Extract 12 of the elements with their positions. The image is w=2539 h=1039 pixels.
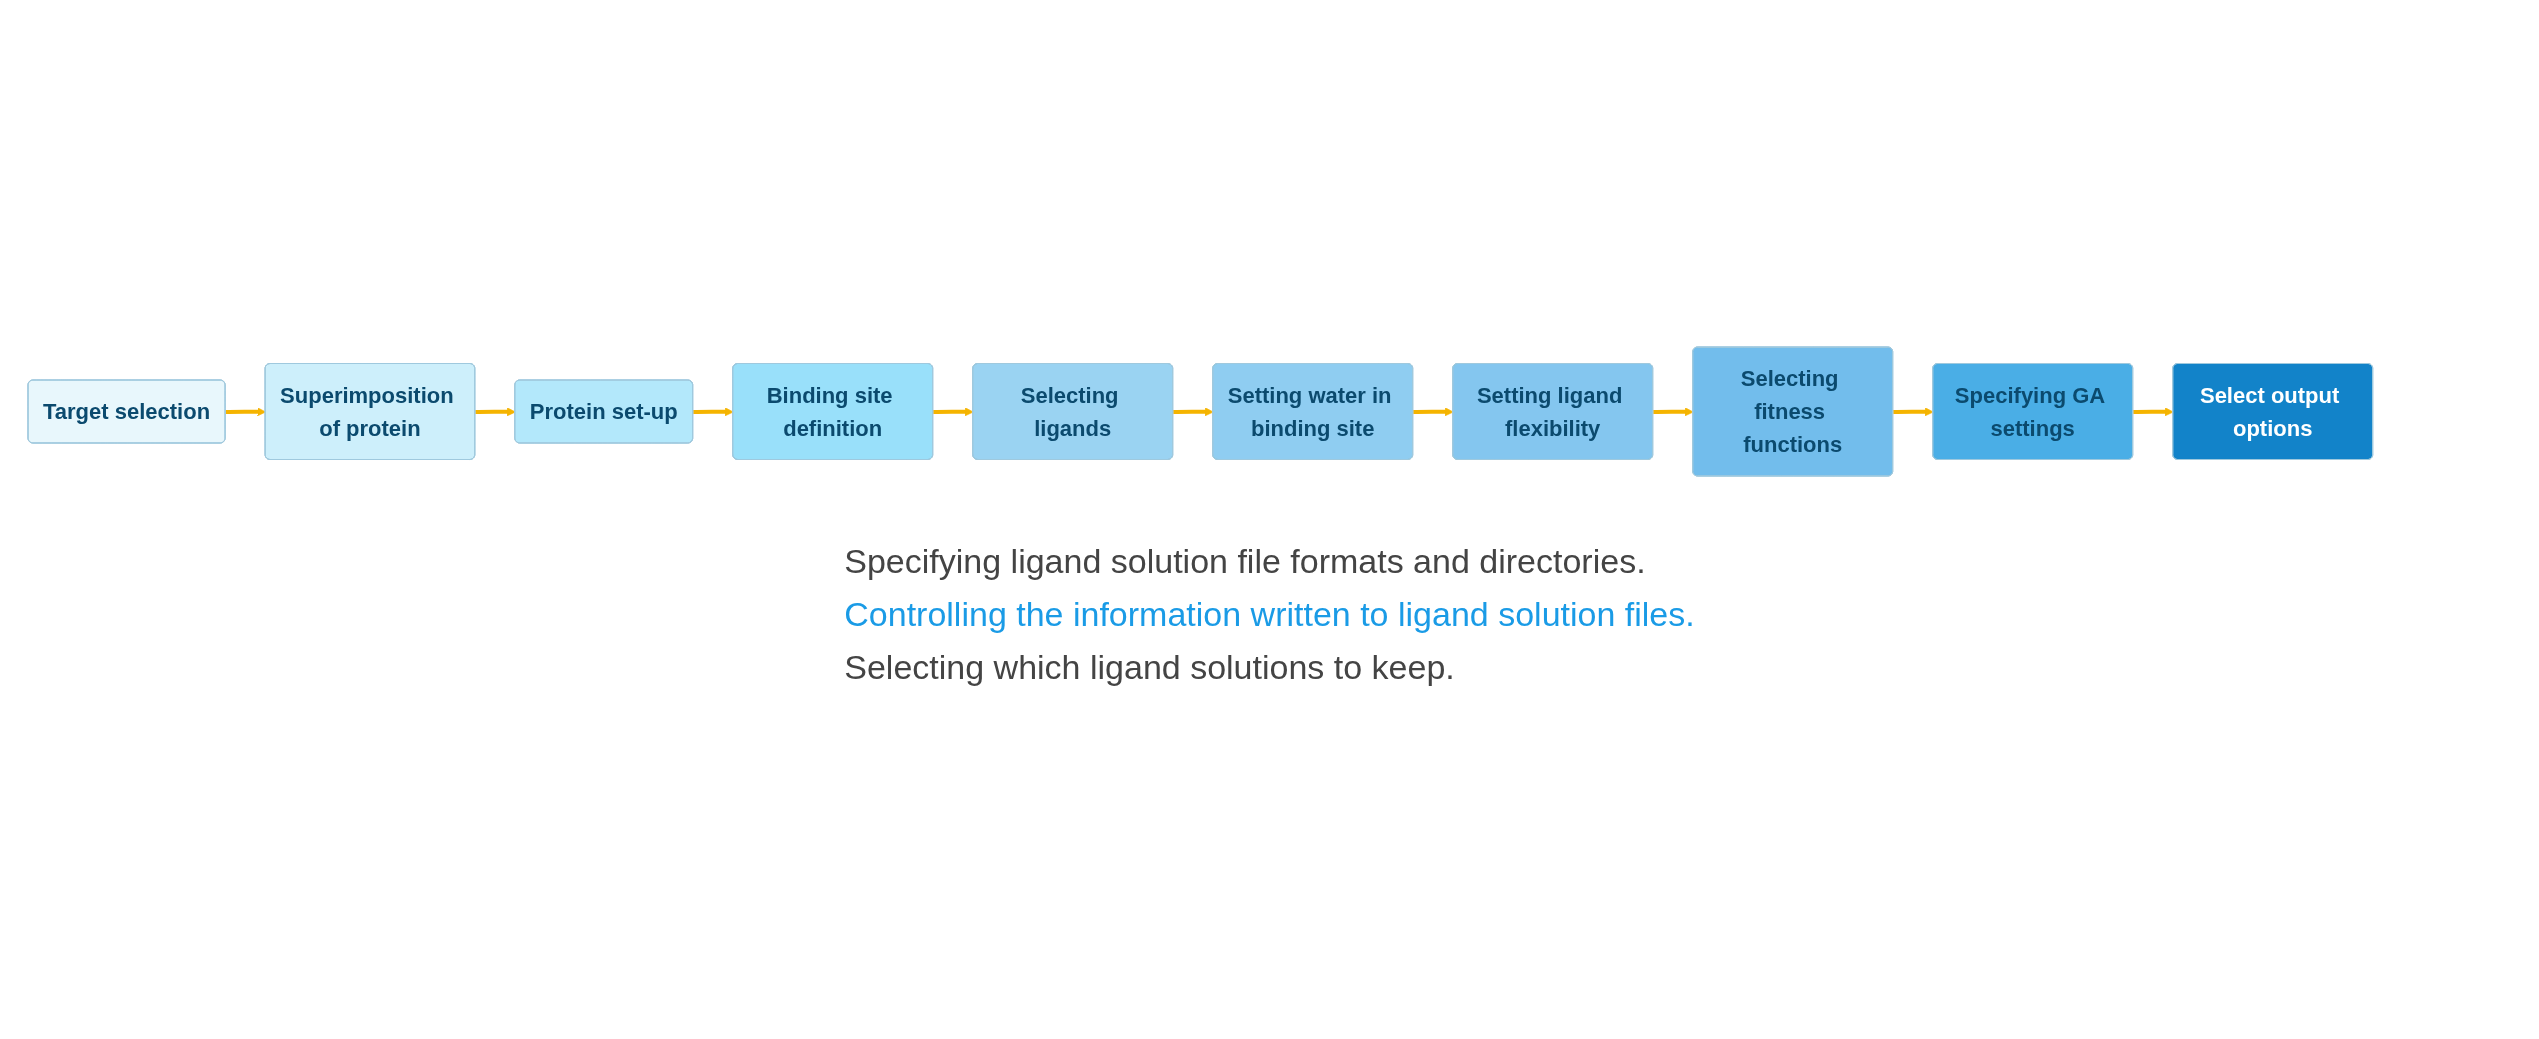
- arrow: [474, 406, 516, 416]
- arrow: [1412, 406, 1454, 416]
- arrow: [1172, 406, 1214, 416]
- bullet-text: Specifying ligand solution file formats and directories.: [844, 541, 1646, 581]
- bullet-text: Controlling the information written to ligand solution files.: [844, 594, 1695, 634]
- arrow: [1652, 406, 1694, 416]
- arrow: [692, 406, 734, 416]
- arrow: [932, 406, 974, 416]
- bullet-text: Selecting which ligand solutions to keep.: [844, 647, 1455, 687]
- arrow: [1892, 406, 1934, 416]
- arrow: [2132, 406, 2174, 416]
- arrow: [225, 406, 266, 416]
